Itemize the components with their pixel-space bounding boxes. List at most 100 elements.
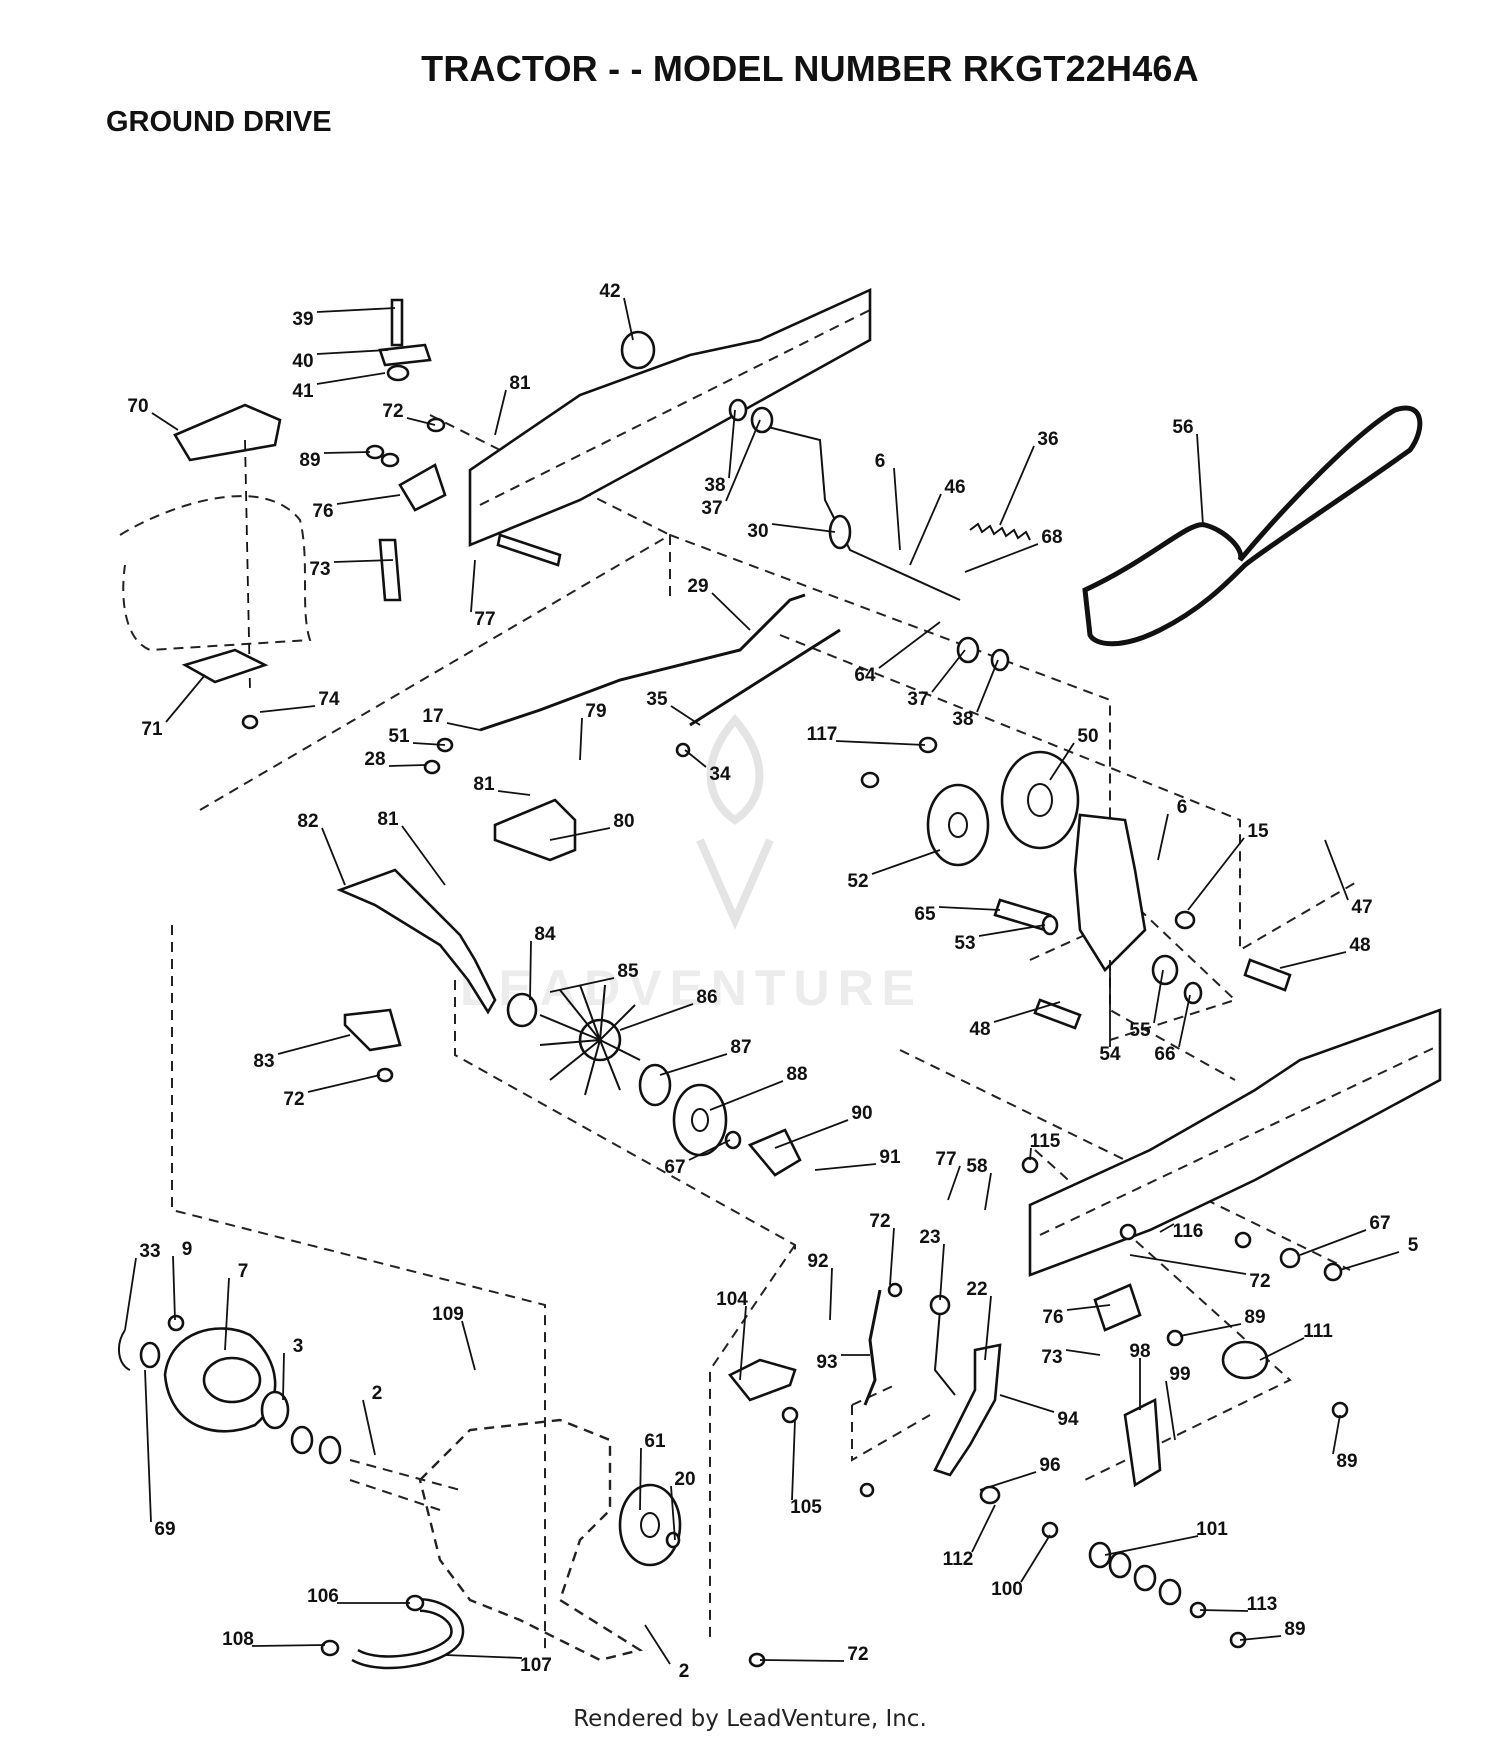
callout-67: 67 xyxy=(664,1139,731,1178)
callout-number: 72 xyxy=(283,1089,304,1110)
callout-104: 104 xyxy=(716,1289,748,1381)
callout-number: 48 xyxy=(1349,935,1370,956)
callout-leader xyxy=(1332,1414,1341,1455)
callout-number: 74 xyxy=(318,689,340,710)
callout-leader xyxy=(277,1034,351,1055)
callout-leader xyxy=(1339,1251,1400,1271)
callout-leader xyxy=(1239,1635,1282,1641)
callout-53: 53 xyxy=(954,924,1046,954)
callout-number: 3 xyxy=(293,1336,304,1357)
callout-number: 41 xyxy=(292,381,314,402)
callout-42: 42 xyxy=(599,281,634,341)
callout-leader xyxy=(670,705,701,726)
callout-81: 81 xyxy=(377,809,446,886)
callout-leader xyxy=(725,419,761,502)
callout-leader xyxy=(931,649,966,693)
pulley-52 xyxy=(926,783,990,867)
callout-number: 107 xyxy=(520,1655,552,1676)
callout-93: 93 xyxy=(816,1352,870,1373)
callout-number: 82 xyxy=(297,811,318,832)
callout-50: 50 xyxy=(1049,726,1099,781)
frame-rail-lower-detail xyxy=(1039,1044,1441,1236)
callout-number: 5 xyxy=(1408,1235,1419,1256)
callout-number: 22 xyxy=(966,1279,987,1300)
callout-89: 89 xyxy=(1239,1619,1306,1641)
callout-leader xyxy=(909,493,942,566)
callout-number: 77 xyxy=(935,1149,956,1170)
callout-number: 96 xyxy=(1039,1455,1060,1476)
callout-number: 30 xyxy=(747,521,768,542)
callout-leader xyxy=(964,543,1039,573)
callout-leader xyxy=(1179,1323,1242,1337)
callout-leader xyxy=(1159,1223,1175,1233)
hub-7-flange xyxy=(202,1356,262,1404)
washer-69a xyxy=(139,1341,161,1369)
callout-6: 6 xyxy=(875,451,901,551)
callout-number: 87 xyxy=(730,1037,751,1058)
spacer-55 xyxy=(1151,954,1179,986)
callout-number: 2 xyxy=(372,1383,383,1404)
pedal-pad-70 xyxy=(173,403,282,462)
callout-leader xyxy=(711,592,751,631)
callout-36: 36 xyxy=(999,429,1059,526)
callout-number: 38 xyxy=(704,475,725,496)
outline-axle xyxy=(899,1049,1351,1271)
callout-48: 48 xyxy=(969,1001,1061,1040)
callout-number: 48 xyxy=(969,1019,990,1040)
bracket-104 xyxy=(727,1358,797,1402)
callout-number: 20 xyxy=(674,1469,695,1490)
callout-leader xyxy=(1196,433,1204,526)
callout-leader xyxy=(1299,1229,1367,1256)
callout-61: 61 xyxy=(639,1431,666,1511)
callout-number: 38 xyxy=(952,709,973,730)
callout-76: 76 xyxy=(1042,1304,1111,1328)
callout-17: 17 xyxy=(422,706,481,731)
callout-leader xyxy=(644,1624,671,1665)
pulley-61-hub xyxy=(640,1512,660,1538)
bracket-76b xyxy=(1093,1283,1142,1332)
callout-leader xyxy=(579,717,583,761)
callout-111: 111 xyxy=(1259,1321,1333,1361)
callout-leader xyxy=(401,825,446,886)
callout-leader xyxy=(774,1119,849,1149)
transaxle xyxy=(418,1418,644,1662)
callout-117: 117 xyxy=(807,724,926,746)
lever-22 xyxy=(933,1343,1002,1477)
callout-number: 65 xyxy=(914,904,936,925)
callout-leader xyxy=(1279,951,1347,969)
callout-leader xyxy=(639,1447,642,1511)
callout-leader xyxy=(549,977,615,993)
snap-ring-33 xyxy=(118,1329,131,1371)
callout-number: 34 xyxy=(709,764,731,785)
callout-number: 84 xyxy=(534,924,556,945)
callout-112: 112 xyxy=(943,1504,996,1570)
callout-2: 2 xyxy=(362,1383,383,1456)
callout-73: 73 xyxy=(1041,1347,1101,1368)
callout-47: 47 xyxy=(1324,839,1373,918)
pulley-50 xyxy=(1000,750,1080,850)
callout-72: 72 xyxy=(283,1074,381,1110)
callout-leader xyxy=(1199,1609,1249,1612)
callout-65: 65 xyxy=(914,904,1001,925)
callout-leader xyxy=(984,1295,992,1361)
callout-41: 41 xyxy=(292,372,386,402)
callout-number: 7 xyxy=(238,1261,249,1282)
callout-number: 68 xyxy=(1041,527,1062,548)
plate-98 xyxy=(1123,1397,1162,1488)
callout-number: 6 xyxy=(875,451,886,472)
callout-leader xyxy=(165,674,206,723)
bolt-48b xyxy=(1033,998,1082,1030)
hose-107-inner xyxy=(352,1600,462,1667)
callout-109: 109 xyxy=(432,1304,476,1371)
callout-leader xyxy=(814,1163,877,1171)
callout-leader xyxy=(323,451,371,454)
callout-number: 37 xyxy=(907,689,928,710)
callout-leader xyxy=(251,1644,326,1647)
callout-number: 72 xyxy=(382,401,403,422)
callout-38: 38 xyxy=(704,409,736,496)
callout-leader xyxy=(1165,1380,1176,1441)
callout-72: 72 xyxy=(759,1644,869,1665)
callout-85: 85 xyxy=(549,961,639,993)
callout-3: 3 xyxy=(282,1336,304,1401)
section-title: GROUND DRIVE xyxy=(106,106,332,138)
